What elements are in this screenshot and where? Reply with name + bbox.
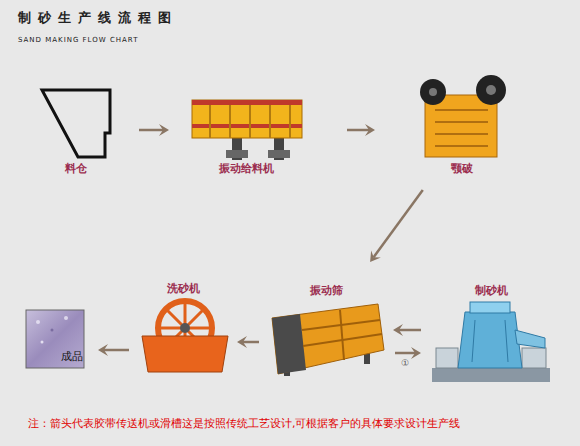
product-picture-part [26,310,84,368]
screen-drawing-part [272,314,306,374]
feeder-drawing-part [289,105,291,138]
node-label: 成品 [61,350,83,364]
jaw-crusher-drawing-part [420,79,446,105]
sand-maker-drawing [432,302,550,382]
node-label: 振动给料机 [183,162,309,176]
feeder-node: 振动给料机 [183,88,309,185]
feeder-drawing-part [192,100,302,105]
feeder-drawing-part [268,150,290,158]
node-label: 颚破 [409,162,515,176]
conveyor-arrow [237,336,259,348]
jaw-crusher-drawing-part [435,133,488,135]
arrow-line [104,349,129,352]
sand-washer-drawing [142,301,228,372]
node-label: 料仓 [33,162,119,176]
arrow-line [399,329,421,332]
screen-drawing-part [340,310,344,360]
arrow-line [139,129,163,132]
product-picture [26,310,84,368]
sand-maker-drawing-part [458,312,522,368]
sand-maker-drawing-part [515,330,545,348]
sand-washer-drawing-part [180,323,190,333]
product-node: 成品 [24,308,86,370]
washer-node: 洗砂机 [133,282,233,378]
jaw-crusher-drawing-part [476,75,506,105]
sand-maker-node: 制砂机 [425,284,557,388]
screen-drawing-part [272,304,384,374]
subtitle: SAND MAKING FLOW CHART [18,36,139,44]
feeder-drawing-part [229,105,231,138]
feeder-drawing-part [192,100,302,138]
hopper-drawing-part [42,90,110,157]
sand-washer-drawing-part [142,336,228,372]
sand-maker-drawing-part [470,302,510,313]
feeder-drawing-part [226,150,248,158]
jaw-crusher-drawing-part [435,109,488,111]
conveyor-arrow [98,344,129,356]
conveyor-arrow [347,124,375,136]
feeder-drawing-part [192,124,302,128]
sand-maker-drawing-part [505,320,508,362]
jaw-crusher-drawing-part [429,88,437,96]
arrow-line [347,129,369,132]
arrow-line [243,341,259,344]
screen-drawing [272,304,384,376]
conveyor-arrow [393,324,421,336]
footnote: 注：箭头代表胶带传送机或滑槽这是按照传统工艺设计,可根据客户的具体要求设计生产线 [28,416,461,431]
screen-node: 振动筛 [263,284,389,378]
node-label: 制砂机 [425,284,557,298]
product-picture-part [36,320,40,324]
sand-maker-drawing-part [472,320,475,362]
sand-maker-drawing-part [522,348,546,368]
feeder-drawing-part [209,105,211,138]
product-picture-part [41,341,44,344]
node-label: 洗砂机 [133,282,233,296]
jaw-crusher-node: 颚破 [409,72,515,185]
hopper-node: 料仓 [33,85,119,185]
product-picture-part [51,329,54,332]
jaw-crusher-drawing [420,75,506,157]
callout-number: ① [400,358,410,368]
conveyor-arrow [370,190,423,262]
feeder-drawing-part [249,105,251,138]
feeder-drawing-part [269,105,271,138]
sand-maker-drawing-part [432,368,550,382]
product-picture-part [64,316,68,320]
feeder-drawing [192,100,302,160]
hopper-drawing [42,90,110,157]
conveyor-arrow [139,124,169,136]
jaw-crusher-drawing-part [435,145,488,147]
jaw-crusher-drawing-part [435,121,488,123]
chart-title: 制砂生产线流程图 [18,9,178,27]
arrow-line [374,190,423,257]
sand-maker-drawing-part [436,348,458,368]
jaw-crusher-drawing-part [486,85,496,95]
arrow-line [395,352,415,355]
node-label: 振动筛 [263,284,389,298]
